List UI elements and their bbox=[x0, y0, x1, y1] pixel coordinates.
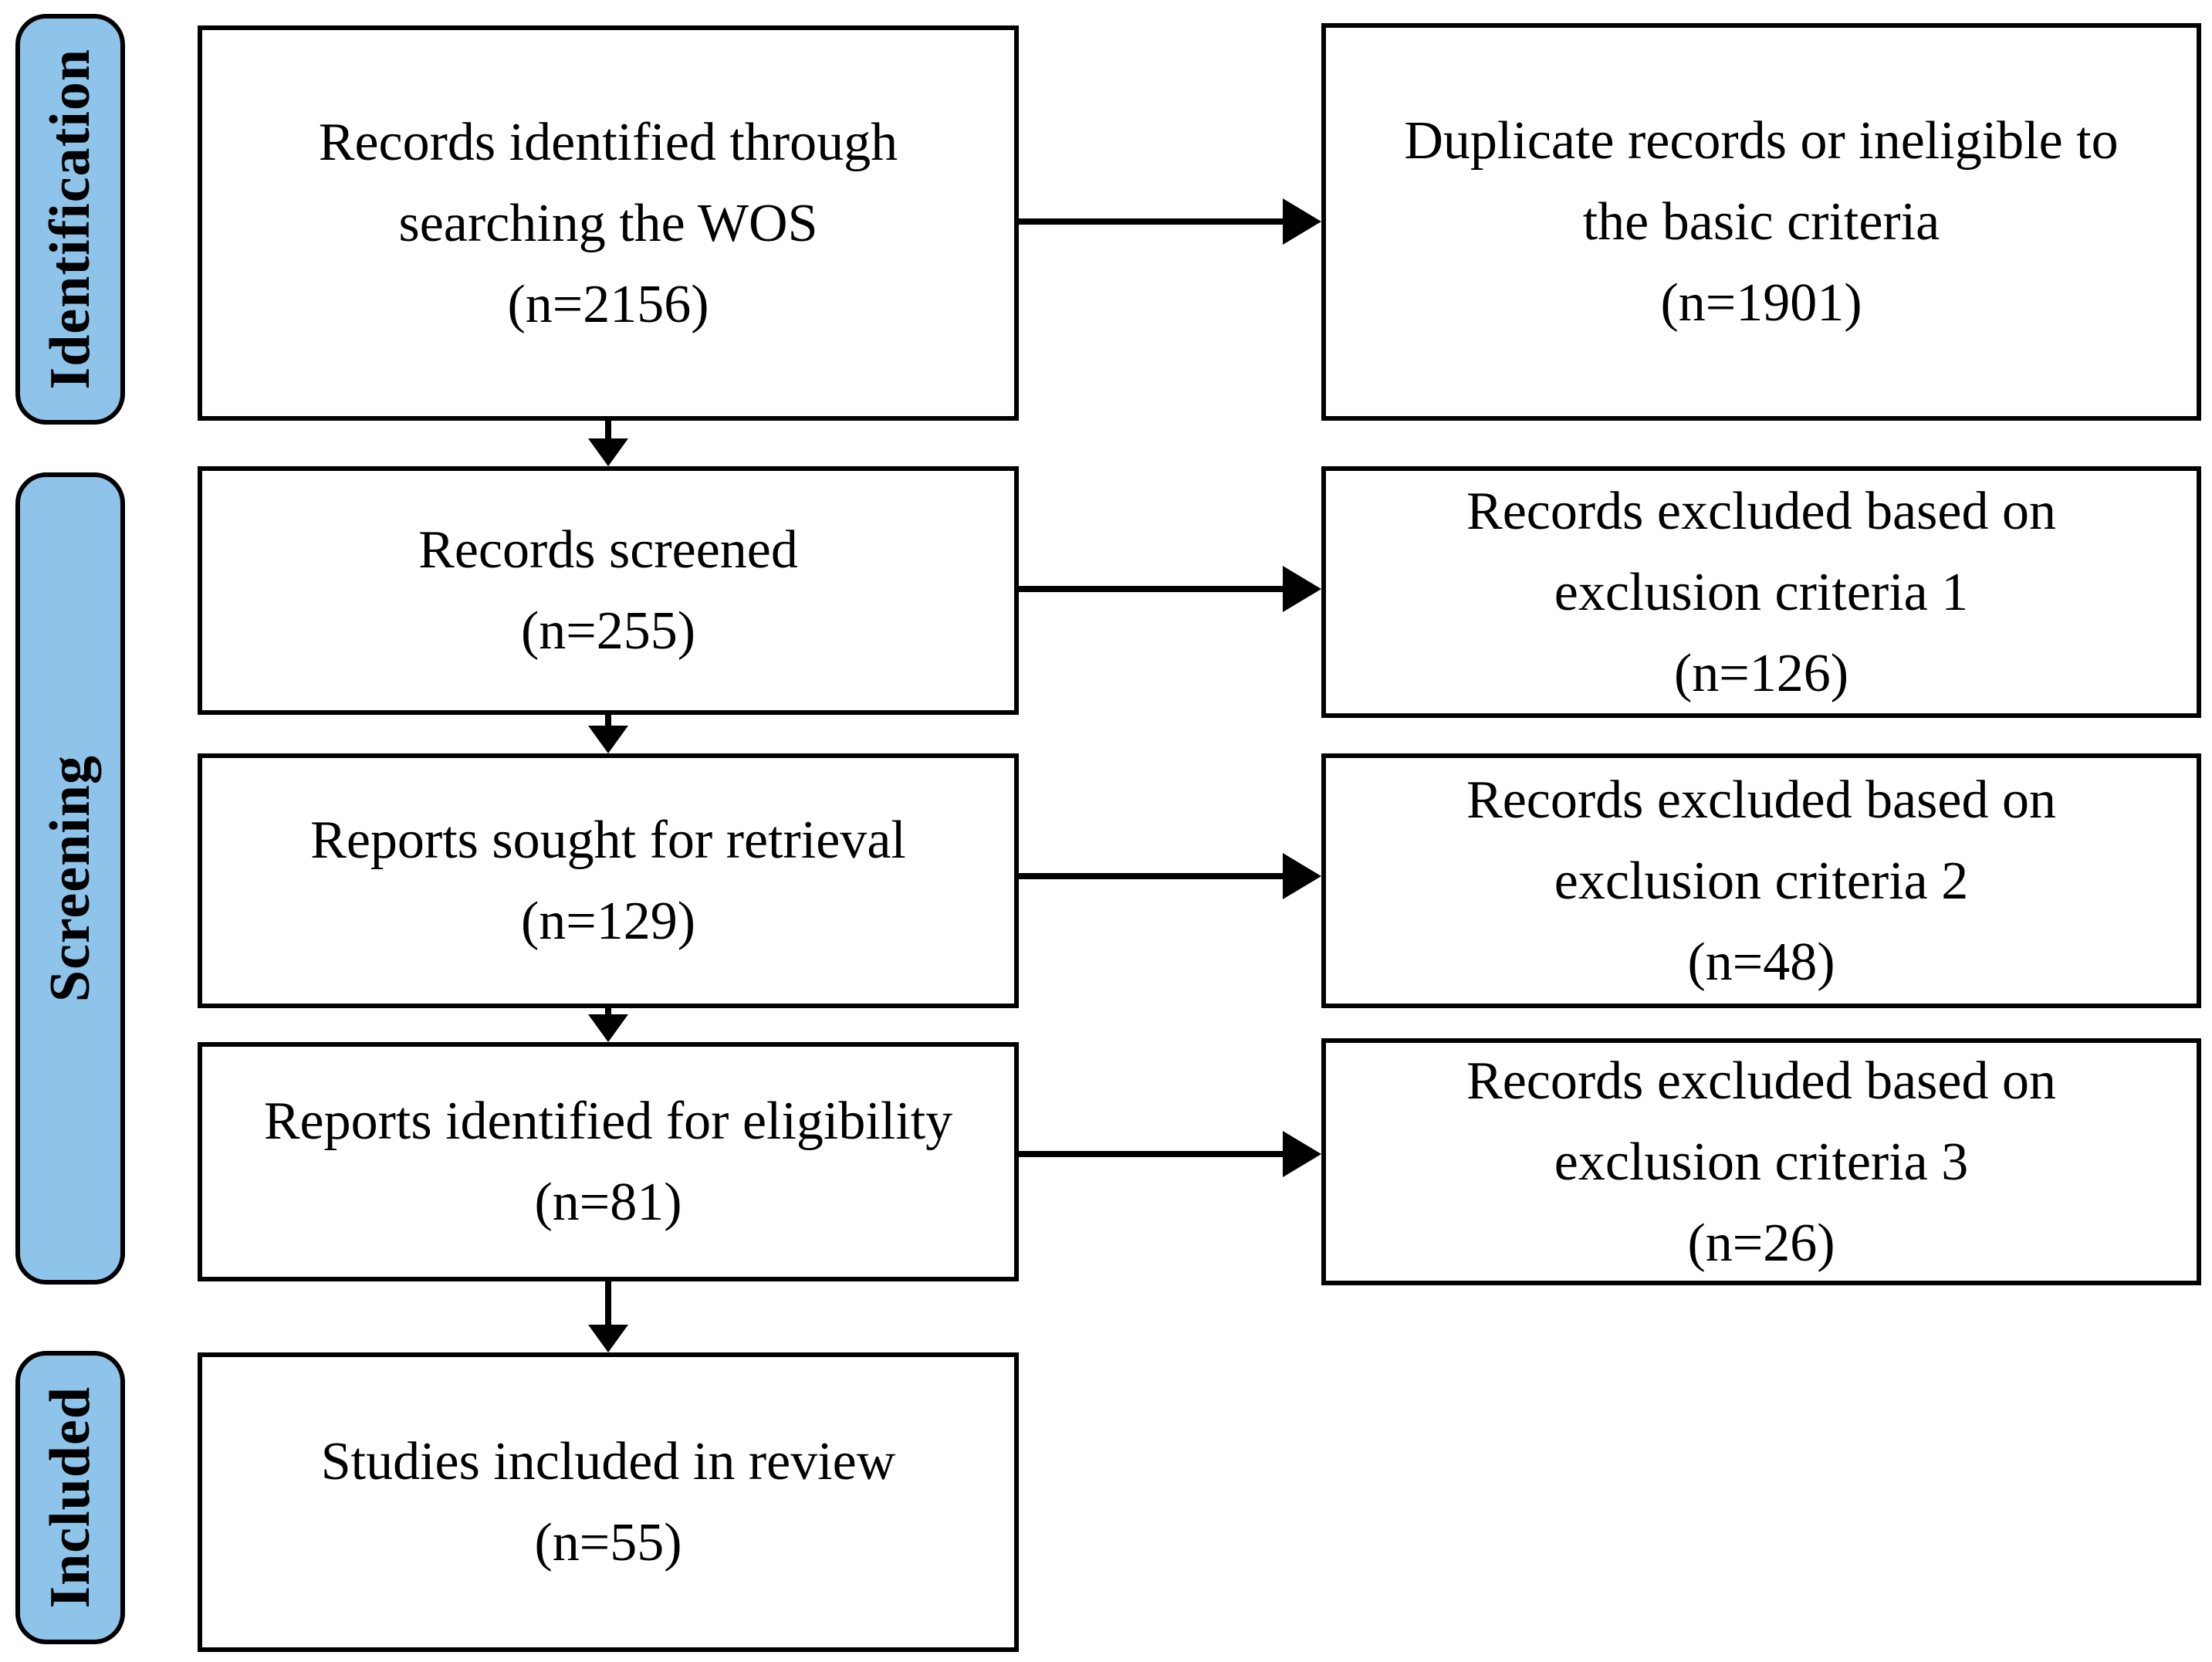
arrow-right-1-icon bbox=[1019, 198, 1321, 245]
box-text-line: Records excluded based on bbox=[1466, 1051, 2056, 1111]
box-text-line: Records identified through bbox=[318, 112, 898, 172]
box-text-line: the basic criteria bbox=[1582, 192, 1940, 252]
arrow-down-3-icon bbox=[588, 1008, 628, 1042]
arrow-shaft bbox=[1019, 873, 1287, 879]
flow-box-reports-eligibility: Reports identified for eligibility (n=81… bbox=[198, 1042, 1019, 1281]
box-text-line: Duplicate records or ineligible to bbox=[1404, 111, 2119, 171]
arrow-down-2-icon bbox=[588, 715, 628, 753]
arrow-shaft bbox=[605, 421, 611, 442]
box-count-line: (n=129) bbox=[520, 892, 696, 951]
box-text-line: Records excluded based on bbox=[1466, 481, 2056, 541]
box-text-line: exclusion criteria 2 bbox=[1554, 851, 1969, 911]
arrow-down-1-icon bbox=[588, 421, 628, 466]
box-count-line: (n=2156) bbox=[507, 274, 709, 334]
stage-label-screening: Screening bbox=[38, 754, 102, 1003]
box-text-line: exclusion criteria 3 bbox=[1554, 1132, 1969, 1192]
arrow-shaft bbox=[605, 1008, 611, 1017]
arrow-shaft bbox=[1019, 586, 1287, 592]
arrow-right-3-icon bbox=[1019, 853, 1321, 899]
flow-box-records-screened: Records screened (n=255) bbox=[198, 466, 1019, 715]
arrow-shaft bbox=[1019, 1151, 1287, 1157]
stage-pill-identification: Identification bbox=[15, 14, 125, 425]
box-text-line: Reports sought for retrieval bbox=[310, 811, 906, 870]
arrow-head bbox=[1283, 853, 1321, 899]
exclusion-box-criteria-2: Records excluded based on exclusion crit… bbox=[1321, 753, 2201, 1008]
exclusion-box-criteria-3: Records excluded based on exclusion crit… bbox=[1321, 1038, 2201, 1285]
box-text-line: searching the WOS bbox=[398, 193, 818, 253]
arrow-right-4-icon bbox=[1019, 1131, 1321, 1177]
stage-pill-included: Included bbox=[15, 1351, 125, 1644]
arrow-right-2-icon bbox=[1019, 566, 1321, 612]
arrow-shaft bbox=[1019, 218, 1287, 225]
box-text-line: Records excluded based on bbox=[1466, 770, 2056, 830]
box-count-line: (n=55) bbox=[534, 1513, 682, 1572]
arrow-head bbox=[1283, 1131, 1321, 1177]
exclusion-box-duplicates: Duplicate records or ineligible to the b… bbox=[1321, 23, 2201, 421]
stage-label-identification: Identification bbox=[38, 49, 102, 390]
box-count-line: (n=255) bbox=[520, 601, 696, 661]
box-count-line: (n=26) bbox=[1687, 1213, 1835, 1273]
arrow-down-4-icon bbox=[588, 1281, 628, 1352]
box-text-line: Studies included in review bbox=[320, 1432, 896, 1491]
box-text-line: exclusion criteria 1 bbox=[1554, 562, 1969, 622]
box-count-line: (n=48) bbox=[1687, 932, 1835, 992]
arrow-head bbox=[588, 1014, 628, 1042]
arrow-shaft bbox=[605, 715, 611, 729]
stage-label-included: Included bbox=[38, 1386, 102, 1609]
stage-pill-screening: Screening bbox=[15, 472, 125, 1285]
arrow-head bbox=[588, 726, 628, 753]
box-count-line: (n=81) bbox=[534, 1173, 682, 1232]
flow-box-studies-included: Studies included in review (n=55) bbox=[198, 1352, 1019, 1652]
box-count-line: (n=126) bbox=[1673, 643, 1849, 703]
arrow-head bbox=[588, 1325, 628, 1352]
flow-box-records-identified: Records identified through searching the… bbox=[198, 25, 1019, 421]
arrow-head bbox=[1283, 198, 1321, 245]
box-text-line: Reports identified for eligibility bbox=[263, 1092, 953, 1151]
box-text-line: Records screened bbox=[418, 520, 798, 580]
box-count-line: (n=1901) bbox=[1660, 273, 1862, 333]
exclusion-box-criteria-1: Records excluded based on exclusion crit… bbox=[1321, 466, 2201, 718]
arrow-head bbox=[1283, 566, 1321, 612]
arrow-shaft bbox=[605, 1281, 611, 1328]
flow-box-reports-sought: Reports sought for retrieval (n=129) bbox=[198, 753, 1019, 1008]
arrow-head bbox=[588, 438, 628, 466]
